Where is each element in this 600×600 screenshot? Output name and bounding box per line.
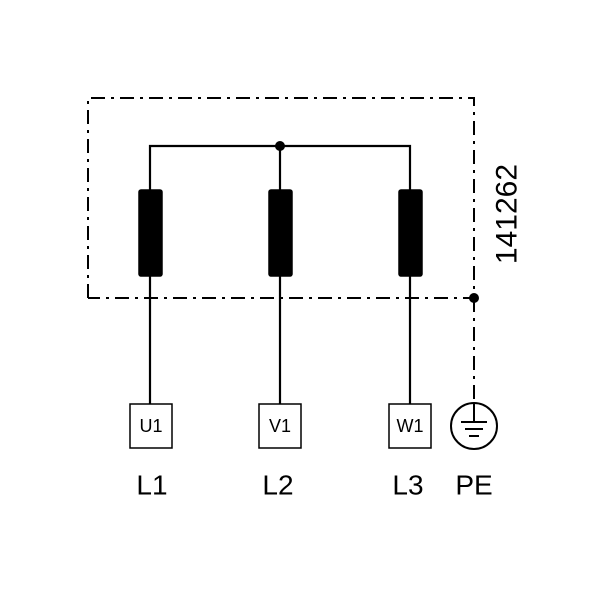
protective-earth-icon [450,402,498,450]
terminal-v1: V1 [258,403,302,449]
line-label-l2: L2 [262,470,293,501]
terminal-label-v1: V1 [269,416,291,436]
line-label-l1: L1 [136,470,167,501]
terminal-u1: U1 [129,403,173,449]
line-label-pe: PE [455,470,492,501]
terminal-label-u1: U1 [139,416,162,436]
star-point-dot [275,141,285,151]
line-label-l3: L3 [392,470,423,501]
pe-junction-dot [469,293,479,303]
winding-coil-2 [268,189,293,277]
motor-enclosure-boundary [87,97,475,299]
winding-coil-1 [138,189,163,277]
winding-coil-3 [398,189,423,277]
terminal-w1: W1 [388,403,432,449]
terminal-label-w1: W1 [397,416,424,436]
diagram-code-number: 141262 [491,164,524,264]
